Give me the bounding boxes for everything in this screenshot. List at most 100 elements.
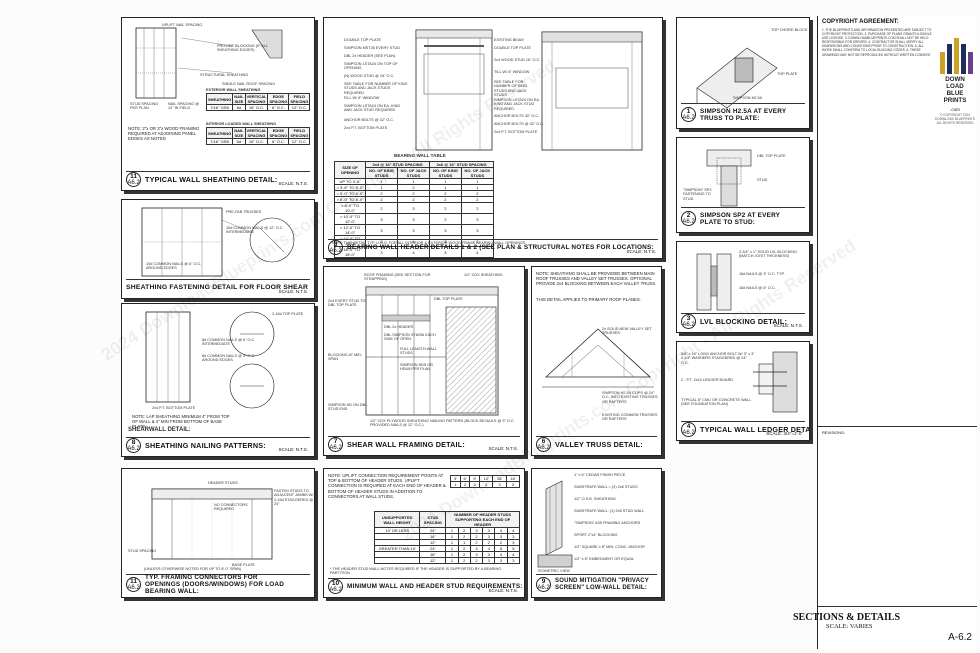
label-valley-2: EXISTING COMMON TRUSSES OR RAFTERS xyxy=(602,413,658,422)
td-nail: 8d xyxy=(232,104,246,111)
ledger-drawing xyxy=(753,351,798,413)
th-sheathing: SHEATHING xyxy=(205,93,234,105)
detail-scale: SCALE: N.T.S. xyxy=(278,447,308,452)
brand-copyright: © COPYRIGHT 2024 DOWNLOAD BLUEPRINTS ALL… xyxy=(935,113,975,125)
detail-title: SOUND MITIGATION "PRIVACY SCREEN" LOW-WA… xyxy=(555,577,649,591)
sheet-number: A-6.2 xyxy=(948,632,972,643)
stud-cell: GREATER THAN 10' xyxy=(373,545,421,552)
detail-title: BEARING WALL HEADER DETAILS 1 & 2 (SEE P… xyxy=(347,244,654,251)
bearing-cell: > 5'-0" TO 6'-0" xyxy=(333,190,367,197)
label-sw-4: DBL SIMPSON ST6236 EACH SIDE OF OPEN xyxy=(384,333,436,342)
label-header-studs: HEADER STUDS xyxy=(208,481,238,485)
label-sw-7: BLOCKING AT MID-SPAN xyxy=(328,353,363,362)
detail-title: SIMPSON H2.5A AT EVERY TRUSS TO PLATE: xyxy=(700,107,787,122)
label-hl-7: SIMPSON LSTA24 ON EA. KING AND JACK STUD… xyxy=(344,104,401,113)
th-field: FIELD SPACING xyxy=(288,93,311,105)
bearing-cell: > 3'-6" TO 5'-0" xyxy=(333,184,367,191)
detail-title: TYP. FRAMING CONNECTORS FOR OPENINGS (DO… xyxy=(145,574,285,595)
label-hl-0: DOUBLE TOP PLATE xyxy=(344,38,382,42)
label-sound-6: 1/2" SQUARE x 8" MIN. CONC. ANCHOR xyxy=(574,545,645,549)
stud-cell: 3 xyxy=(482,557,496,564)
label-valley-1: SIMPSON H2.5A CLIPS @ 24" O.C. INTO EXIS… xyxy=(602,391,658,404)
bearing-cell: 3 xyxy=(429,246,462,258)
bearing-cell: 3 xyxy=(396,213,431,225)
label-hr-7: ANCHOR BOLTS @ 32" O.C. xyxy=(494,122,545,126)
label-8d-edges: 8d COMMON NAILS @ 3" O.C. AROUND EDGES xyxy=(202,354,256,363)
bearing-cell: 3 xyxy=(365,224,398,236)
bearing-cell: > 8'-0" TO 10'-0" xyxy=(333,202,367,214)
bearing-wall-table: SIZE OF OPENING 2x4 @ 16" STUD SPACING 2… xyxy=(333,161,495,258)
label-ledger-0: 5/8" x 10" LONG ANCHOR BOLT W/ 3" x 3" x… xyxy=(681,352,755,365)
detail-framing-connectors: HEADER STUDS FASTEN STUDS TO ADJACENT JA… xyxy=(121,468,315,598)
label-lvl-1: 16d NAILS @ 3" O.C. TYP. xyxy=(739,272,785,276)
detail-shear-wall-framing: ROOF FRAMING (SEE SECTION FOR STRAPPING)… xyxy=(323,266,525,456)
label-sound-7: 1/2" x 8" EMBEDMENT OR EQUAL xyxy=(574,557,635,561)
detail-title: TYPICAL WALL LEDGER DETAIL: xyxy=(700,425,810,434)
label-ledger-1: 2 - P.T. 2x10 LEDGER BOARD xyxy=(681,378,734,382)
bearing-cell: 3 xyxy=(460,224,495,236)
label-hr-0: EXISTING BEAM xyxy=(494,38,524,42)
detail-title: SIMPSON SP2 AT EVERY PLATE TO STUD: xyxy=(700,211,780,226)
count-2: 2 xyxy=(469,481,481,488)
th-size: SIZE OF OPENING xyxy=(333,161,367,179)
label-hr-5: SIMPSON LSTA24 ON EA. KING AND JACK STUD… xyxy=(494,98,540,111)
label-sw-2: DBL TOP PLATE xyxy=(434,297,463,301)
stud-cell: 2 xyxy=(469,557,484,564)
count-1: 2 xyxy=(459,481,471,488)
label-hl-5: SEE TABLE FOR NUMBER OF KING STUDS AND J… xyxy=(344,82,408,95)
label-base-plate: BASE PLATE xyxy=(232,563,255,567)
bearing-cell: 3 xyxy=(429,224,462,236)
th-edge-2: EDGE SPACING xyxy=(267,127,290,139)
count-0: 1 xyxy=(450,481,461,488)
bearing-cell: 3 xyxy=(460,213,495,225)
stud-cell: 2 xyxy=(457,557,471,564)
label-h25-2: SIMPSON H2.5A xyxy=(733,96,763,100)
td-vertical-2: 16" O.C. xyxy=(244,138,269,145)
brand-logo-icon xyxy=(940,38,973,74)
label-sw-10: 1/2" CDX SHEATHING xyxy=(464,273,503,277)
label-sound-3: SUBSTRATE WALL: (1) 2x6 STUD WALL xyxy=(574,509,645,513)
stud-cell: 12" xyxy=(419,557,447,564)
th-king-1: NO. OF KING STUDS xyxy=(365,167,398,179)
framing-connectors-drawing xyxy=(151,488,273,560)
detail-simpson-sp2: DBL TOP PLATE STUD "SIMPSON" SP2 FASTENI… xyxy=(676,137,810,233)
sheet-number-divider xyxy=(818,606,977,607)
count-4: 3 xyxy=(492,481,507,488)
label-hl-1: SIMPSON MST36 EVERY STUD xyxy=(344,46,400,50)
bearing-cell: 2 xyxy=(429,202,462,214)
sheet-title: SECTIONS & DETAILS xyxy=(793,612,901,623)
stud-cell: 3 xyxy=(506,557,521,564)
label-sound-0: 1" x 6" CEDAR FINISH PIECE xyxy=(574,473,626,477)
wall-sheathing-drawing xyxy=(135,27,283,99)
floor-shear-drawing xyxy=(141,207,295,277)
label-sound-4: "SIMPSON" A35 FRAMING ANCHORS xyxy=(574,521,641,525)
label-top-plate: 2-16d TOP PLATE xyxy=(272,312,304,316)
detail-scale: SCALE: 3/4"=1'-0" xyxy=(766,431,803,436)
label-fasten-studs: FASTEN STUDS TO ADJACENT JAMBS W/ 2-16d … xyxy=(274,489,314,507)
label-sw-8: SIMPSON HD ON DBL STUD END xyxy=(328,403,368,412)
label-stud-spacing-2: STUD SPACING xyxy=(128,549,157,553)
detail-valley-truss: NOTE: SHEATHING SHALL BE PROVIDED BETWEE… xyxy=(531,266,662,456)
label-hl-9: 2x4 P.T. BOTTOM PLATE xyxy=(344,126,388,130)
header-stud-footnote: * THE HEADER STUD WALL NOTES REQUIRED IF… xyxy=(330,567,502,576)
label-sw-1: 2x4 EVERY STUD TO DBL TOP PLATE xyxy=(328,299,366,308)
copyright-text: 1. THE BLUEPRINTS AND INFORMATION PRESEN… xyxy=(822,28,932,57)
detail-title: SHEATHING FASTENING DETAIL FOR FLOOR SHE… xyxy=(126,284,309,291)
